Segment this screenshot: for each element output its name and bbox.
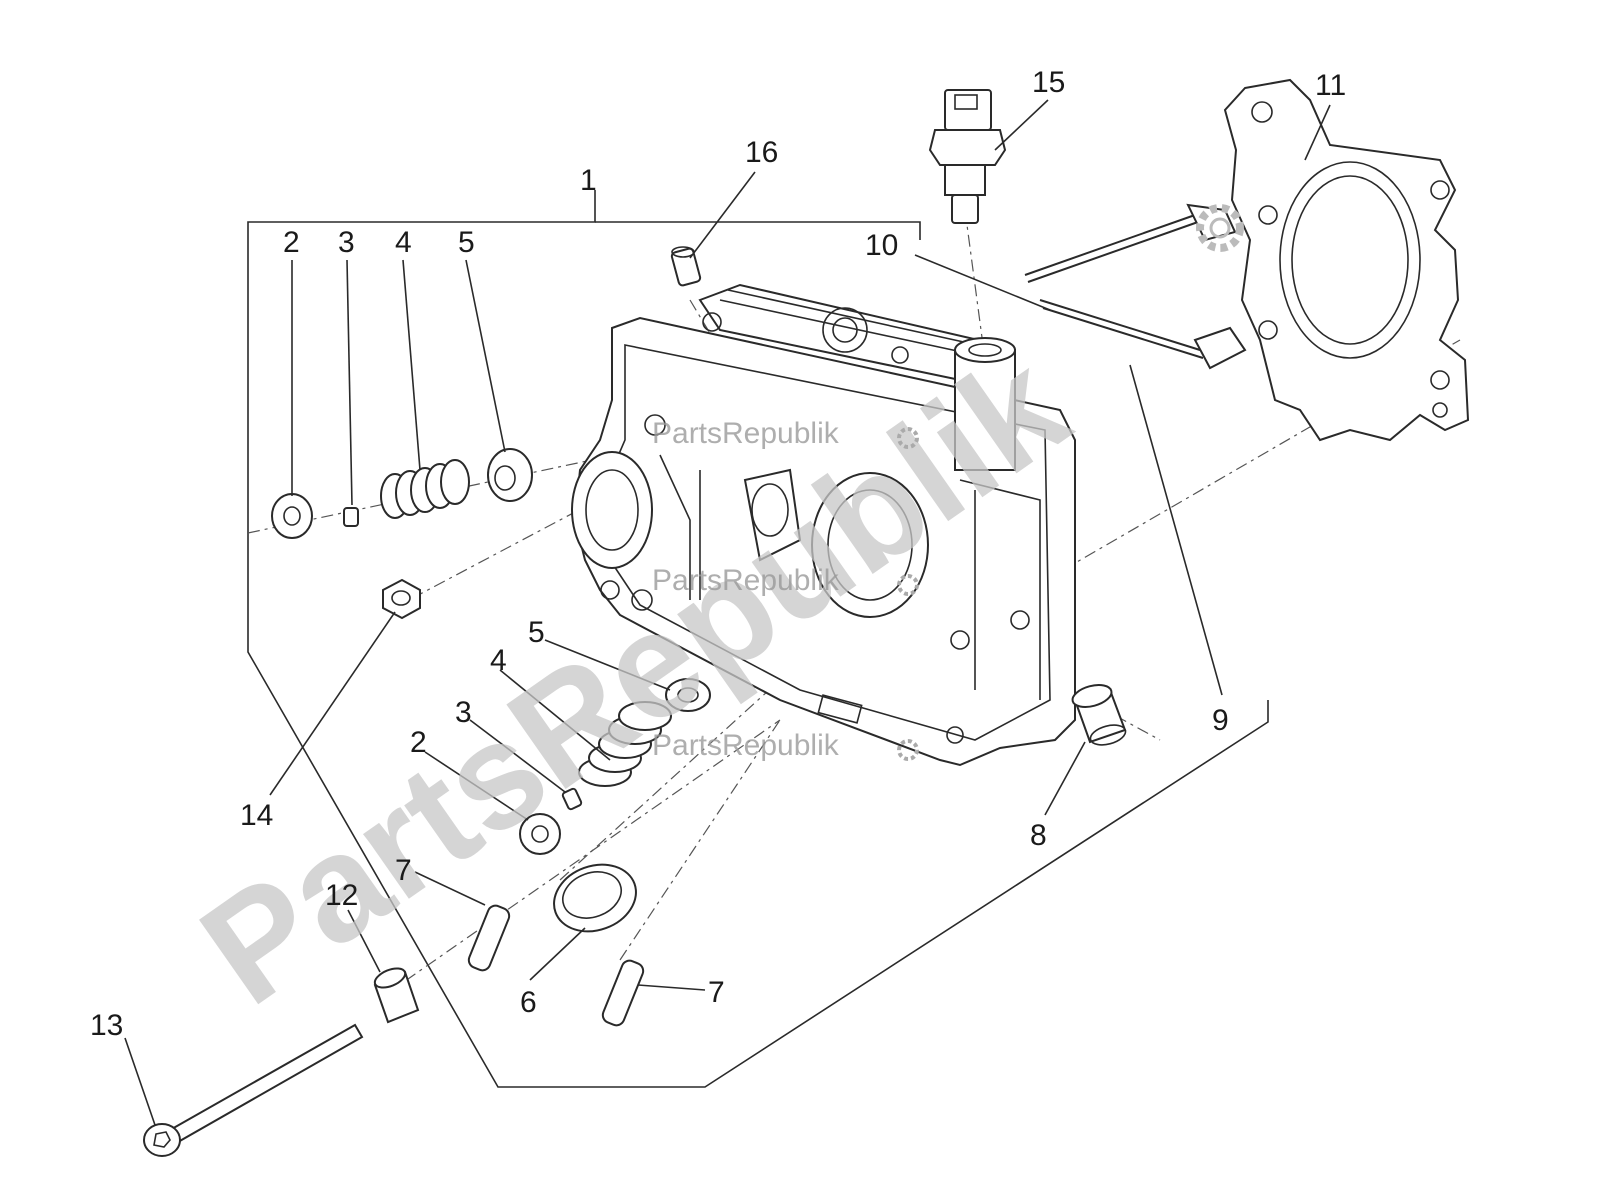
gear-icon (897, 204, 1244, 761)
callout-3-upper: 3 (338, 226, 355, 259)
valve-seat-ring (553, 863, 637, 933)
callout-2-lower: 2 (410, 726, 427, 759)
callout-1: 1 (580, 164, 597, 197)
head-screw (143, 1023, 364, 1157)
head-gasket (1223, 78, 1470, 442)
flange-nut (382, 578, 421, 620)
dowel-pin-top (670, 246, 702, 287)
dowel-pin-right (601, 959, 645, 1027)
callout-10: 10 (865, 229, 898, 262)
callout-13: 13 (90, 1009, 123, 1042)
callout-7-left: 7 (395, 854, 412, 887)
callout-14: 14 (240, 799, 273, 832)
callout-labels: 1 2 3 4 5 2 3 4 5 6 7 7 8 9 10 11 12 13 … (90, 66, 1346, 1042)
assembly-bracket (247, 190, 1269, 1088)
callout-16: 16 (745, 136, 778, 169)
callout-leaders (124, 99, 1331, 1126)
callout-15: 15 (1032, 66, 1065, 99)
callout-2-upper: 2 (283, 226, 300, 259)
callout-8: 8 (1030, 819, 1047, 852)
watermark-small-text-2: PartsRepublik (652, 564, 840, 597)
callout-12: 12 (325, 879, 358, 912)
callout-11: 11 (1315, 69, 1346, 102)
upper-valve-spring (380, 459, 470, 519)
callout-3-lower: 3 (455, 696, 472, 729)
needle-bearing-bush (1071, 684, 1127, 746)
temperature-sensor (928, 89, 1007, 224)
callout-5-lower: 5 (528, 616, 545, 649)
callout-6: 6 (520, 986, 537, 1019)
spacer-bush (373, 967, 420, 1024)
callout-9: 9 (1212, 704, 1229, 737)
callout-4-upper: 4 (395, 226, 412, 259)
exhaust-valve (1039, 299, 1247, 370)
dowel-pin-left (467, 904, 511, 972)
lower-valve-spring (578, 701, 672, 787)
lower-valve-train (519, 678, 711, 855)
callout-4-lower: 4 (490, 644, 507, 677)
callout-7-right: 7 (708, 976, 725, 1009)
callout-5-upper: 5 (458, 226, 475, 259)
watermark-small-text-1: PartsRepublik (652, 417, 840, 450)
upper-valve-train (271, 448, 533, 539)
watermark-small-text-3: PartsRepublik (652, 729, 840, 762)
